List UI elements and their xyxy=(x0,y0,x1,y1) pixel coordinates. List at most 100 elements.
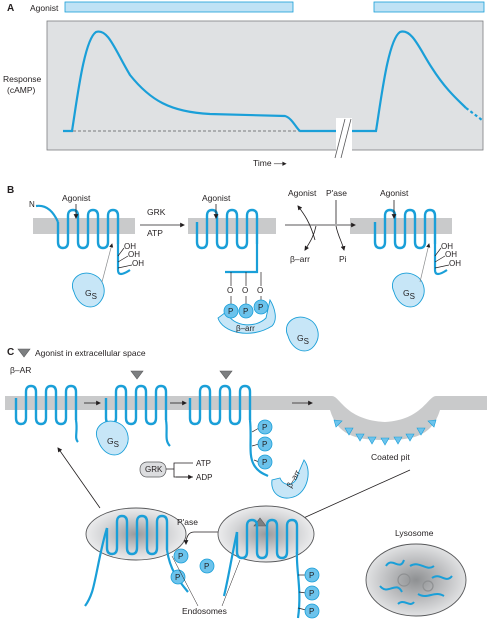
receptor-endosome-1 xyxy=(105,514,169,556)
pase-label-c: P'ase xyxy=(177,517,198,527)
receptor-e2-cterm xyxy=(295,551,301,619)
pase-label-b: P'ase xyxy=(326,188,347,198)
y-axis-label-2: (cAMP) xyxy=(7,85,36,95)
receptor-b2 xyxy=(195,208,259,250)
receptor-e2-tail xyxy=(222,531,239,597)
agonist-legend-label: Agonist in extracellular space xyxy=(35,348,146,358)
pi-label: Pi xyxy=(339,254,347,264)
agonist-c3 xyxy=(219,370,233,380)
svg-text:P: P xyxy=(262,458,267,467)
gs-b3-label: GS xyxy=(403,288,415,301)
axis-break-2 xyxy=(340,118,352,159)
endosomes-leader-1 xyxy=(171,555,199,607)
phospho-chain-b2: O O O xyxy=(227,272,263,304)
receptor-b3 xyxy=(373,208,437,250)
svg-text:P: P xyxy=(178,552,183,561)
endosomes-leader-2 xyxy=(221,559,241,607)
receptor-b1-tail xyxy=(116,244,131,276)
receptor-b3-tail xyxy=(433,244,448,276)
axis-break-mask xyxy=(336,118,352,158)
agonist-b1: Agonist xyxy=(62,193,91,203)
lysosome-label: Lysosome xyxy=(395,528,434,538)
svg-text:P: P xyxy=(262,440,267,449)
agonist-legend-icon xyxy=(17,348,31,358)
svg-text:P: P xyxy=(243,307,248,316)
membrane-b1 xyxy=(33,218,135,234)
receptor-b1 xyxy=(56,208,120,250)
p-circles-endosome-2: P P P xyxy=(297,567,320,619)
receptor-endosome-2 xyxy=(235,518,299,560)
receptor-c3 xyxy=(188,384,252,426)
arrestin-b2-label: β–arr xyxy=(236,324,255,333)
y-axis-label-1: Response xyxy=(3,74,42,84)
agonist-bar-2 xyxy=(373,1,485,13)
svg-text:P: P xyxy=(309,589,314,598)
agonist-c2 xyxy=(130,370,144,380)
gs-b1-link xyxy=(101,243,114,283)
pit-to-endosome-arrow xyxy=(287,469,411,526)
svg-text:OH: OH xyxy=(441,242,453,251)
svg-text:P: P xyxy=(309,571,314,580)
svg-text:P: P xyxy=(258,303,263,312)
receptor-c1-tail xyxy=(74,419,79,443)
receptor-b2-tail xyxy=(225,244,259,274)
grk-box xyxy=(139,461,167,478)
oh-group-b1: OH OH OH xyxy=(117,242,144,269)
receptor-e1-tail xyxy=(84,527,109,607)
panel-b-label: B xyxy=(7,185,14,196)
panel-a-label: A xyxy=(7,3,14,14)
receptor-c1 xyxy=(14,384,78,426)
agonist-label: Agonist xyxy=(30,3,59,13)
panel-c: C Agonist in extracellular space β–AR Co… xyxy=(5,347,487,619)
agonist-b4: Agonist xyxy=(380,188,409,198)
panel-b: B N Agonist OH OH OH GS GRK ATP Agonist xyxy=(7,185,461,352)
beta-ar-label: β–AR xyxy=(10,365,31,375)
pi-out-arrow xyxy=(335,225,346,251)
panel-a: A Agonist Response (cAMP) Time —▸ xyxy=(3,1,485,168)
gs-c2 xyxy=(96,420,129,456)
svg-text:P: P xyxy=(262,423,267,432)
coated-pit-label: Coated pit xyxy=(371,452,410,462)
svg-text:P: P xyxy=(228,307,233,316)
atp-label-b: ATP xyxy=(147,228,163,238)
atp-label-c: ATP xyxy=(196,459,211,468)
gs-b1-label: GS xyxy=(85,288,97,301)
agonist-out-arrow xyxy=(297,205,316,241)
adp-label-c: ADP xyxy=(196,473,212,482)
svg-text:OH: OH xyxy=(124,242,136,251)
arrestin-c3 xyxy=(271,459,309,499)
gs-b3 xyxy=(392,272,425,308)
svg-text:P: P xyxy=(175,573,180,582)
response-curve-1 xyxy=(63,30,340,133)
arr-out-label: β–arr xyxy=(290,254,310,264)
agonist-b-pase: Agonist xyxy=(288,188,317,198)
svg-text:P: P xyxy=(204,562,209,571)
svg-text:O: O xyxy=(242,286,248,295)
agonist-bar-1 xyxy=(64,1,294,13)
response-curve-2 xyxy=(349,30,467,133)
grk-label-b: GRK xyxy=(147,207,166,217)
clathrin-coat xyxy=(333,419,437,446)
n-terminus-label: N xyxy=(29,200,35,209)
free-p-circles: P P P xyxy=(170,548,215,585)
membrane-b3 xyxy=(350,218,452,234)
p-circles-c3: P P P xyxy=(251,419,273,470)
response-plot-area xyxy=(46,20,484,151)
svg-text:O: O xyxy=(257,286,263,295)
receptor-c3-tail xyxy=(248,419,269,477)
svg-text:P: P xyxy=(309,607,314,616)
endosomes-label: Endosomes xyxy=(182,606,227,616)
p-circles-b2: P P P xyxy=(223,299,269,319)
grk-label-c: GRK xyxy=(145,465,163,474)
lysosome-fragments xyxy=(379,559,453,605)
svg-text:OH: OH xyxy=(132,259,144,268)
gs-c2-label: GS xyxy=(107,436,119,449)
axis-break-1 xyxy=(334,118,346,159)
endosome-to-membrane-arrow xyxy=(57,447,101,509)
arr-out-arrow xyxy=(304,225,317,251)
agonist-b2: Agonist xyxy=(202,193,231,203)
gs-b2 xyxy=(286,316,319,352)
pase-arrow-c xyxy=(183,531,218,545)
response-curve-2-dashed xyxy=(465,107,483,121)
